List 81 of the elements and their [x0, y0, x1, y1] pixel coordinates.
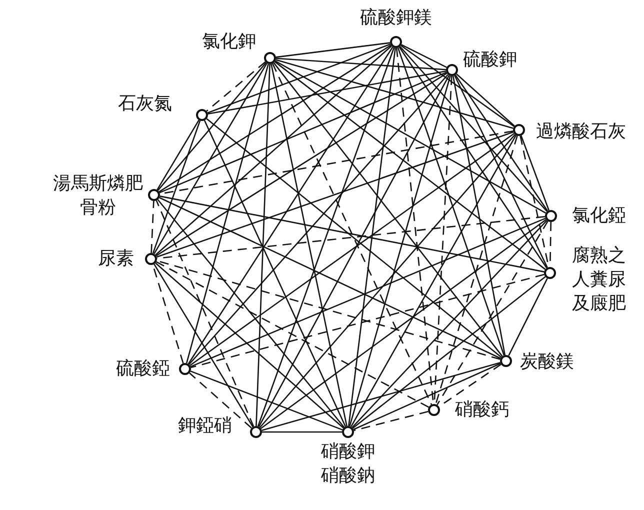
node-label: 鉀錏硝: [177, 414, 232, 438]
connector-line: [257, 47, 395, 427]
dashed-line: [272, 63, 432, 405]
connector-line: [400, 44, 514, 128]
node-label: 骨粉: [79, 196, 117, 220]
node-label: 湯馬斯燐肥: [52, 172, 144, 196]
connector-line: [276, 59, 514, 129]
connector-line: [454, 75, 548, 268]
connector-line: [207, 44, 391, 114]
dashed-line: [435, 136, 518, 404]
node-label: 硫酸鉀: [463, 48, 518, 72]
connector-line: [401, 44, 447, 68]
connector-line: [160, 196, 544, 272]
connector-line: [454, 74, 548, 212]
node-label: 硝酸鈣: [455, 398, 510, 422]
connector-line: [352, 220, 548, 428]
connector-line: [186, 64, 270, 364]
connector-line: [159, 72, 447, 194]
node-label: 硫酸錏: [115, 357, 170, 381]
connector-line: [206, 118, 502, 358]
node-label: 硝酸鈉: [320, 464, 376, 488]
connector-line: [159, 197, 501, 359]
node-label: 硝酸鉀: [320, 440, 376, 464]
connector-line: [258, 75, 450, 427]
connector-line: [190, 370, 343, 430]
connector-line: [400, 46, 548, 212]
dashed-line: [436, 220, 548, 406]
dashed-line: [156, 261, 429, 408]
connector-line: [520, 135, 550, 211]
connector-line: [349, 76, 451, 426]
connector-line: [397, 47, 505, 356]
dashed-line: [354, 410, 428, 432]
node-label: 氯化鉀: [201, 30, 256, 54]
connector-line: [274, 61, 546, 270]
node-label: 炭酸鎂: [520, 350, 575, 374]
connector-line: [259, 134, 516, 428]
node-label: 過燐酸石灰: [536, 120, 627, 144]
connector-line: [452, 76, 506, 356]
connector-line: [156, 72, 448, 256]
connector-line: [276, 42, 390, 58]
connector-line: [152, 120, 201, 254]
connector-line: [208, 70, 446, 115]
connector-line: [398, 46, 548, 268]
dashed-line: [206, 61, 266, 112]
connector-line: [190, 218, 546, 368]
connector-line: [157, 62, 267, 191]
connector-line: [188, 46, 394, 364]
dashed-line: [150, 200, 154, 254]
connector-line: [156, 131, 514, 258]
connector-line: [276, 58, 446, 70]
node-label: 石灰氮: [117, 92, 172, 116]
connector-line: [262, 431, 342, 433]
connector-line: [274, 60, 546, 214]
dashed-line: [156, 200, 254, 427]
connector-line: [456, 74, 515, 126]
dashed-line: [190, 274, 544, 368]
connector-line: [155, 262, 344, 428]
connector-line: [270, 64, 348, 426]
node-label: 腐熟之人糞尿及廄肥: [572, 244, 627, 316]
connector-line: [353, 362, 501, 430]
connector-line: [352, 276, 546, 429]
connector-line: [260, 218, 547, 430]
connector-line: [508, 278, 548, 356]
connector-line: [190, 132, 514, 366]
connector-line: [256, 64, 270, 426]
connector-line: [348, 48, 396, 426]
connector-line: [157, 199, 345, 428]
connector-line: [188, 74, 448, 365]
connector-line: [204, 120, 346, 427]
connector-line: [350, 134, 517, 428]
connector-line: [154, 264, 254, 428]
connector-line: [262, 362, 500, 432]
connector-line: [155, 46, 392, 256]
node-label: 硫酸鉀鎂: [359, 6, 433, 30]
connector-line: [273, 62, 503, 357]
dashed-line: [189, 372, 252, 428]
node-label: 尿素: [97, 247, 134, 271]
connector-line: [156, 120, 200, 190]
node-label: 氯化錏: [572, 204, 627, 228]
connector-line: [158, 44, 392, 192]
connector-line: [154, 62, 268, 254]
